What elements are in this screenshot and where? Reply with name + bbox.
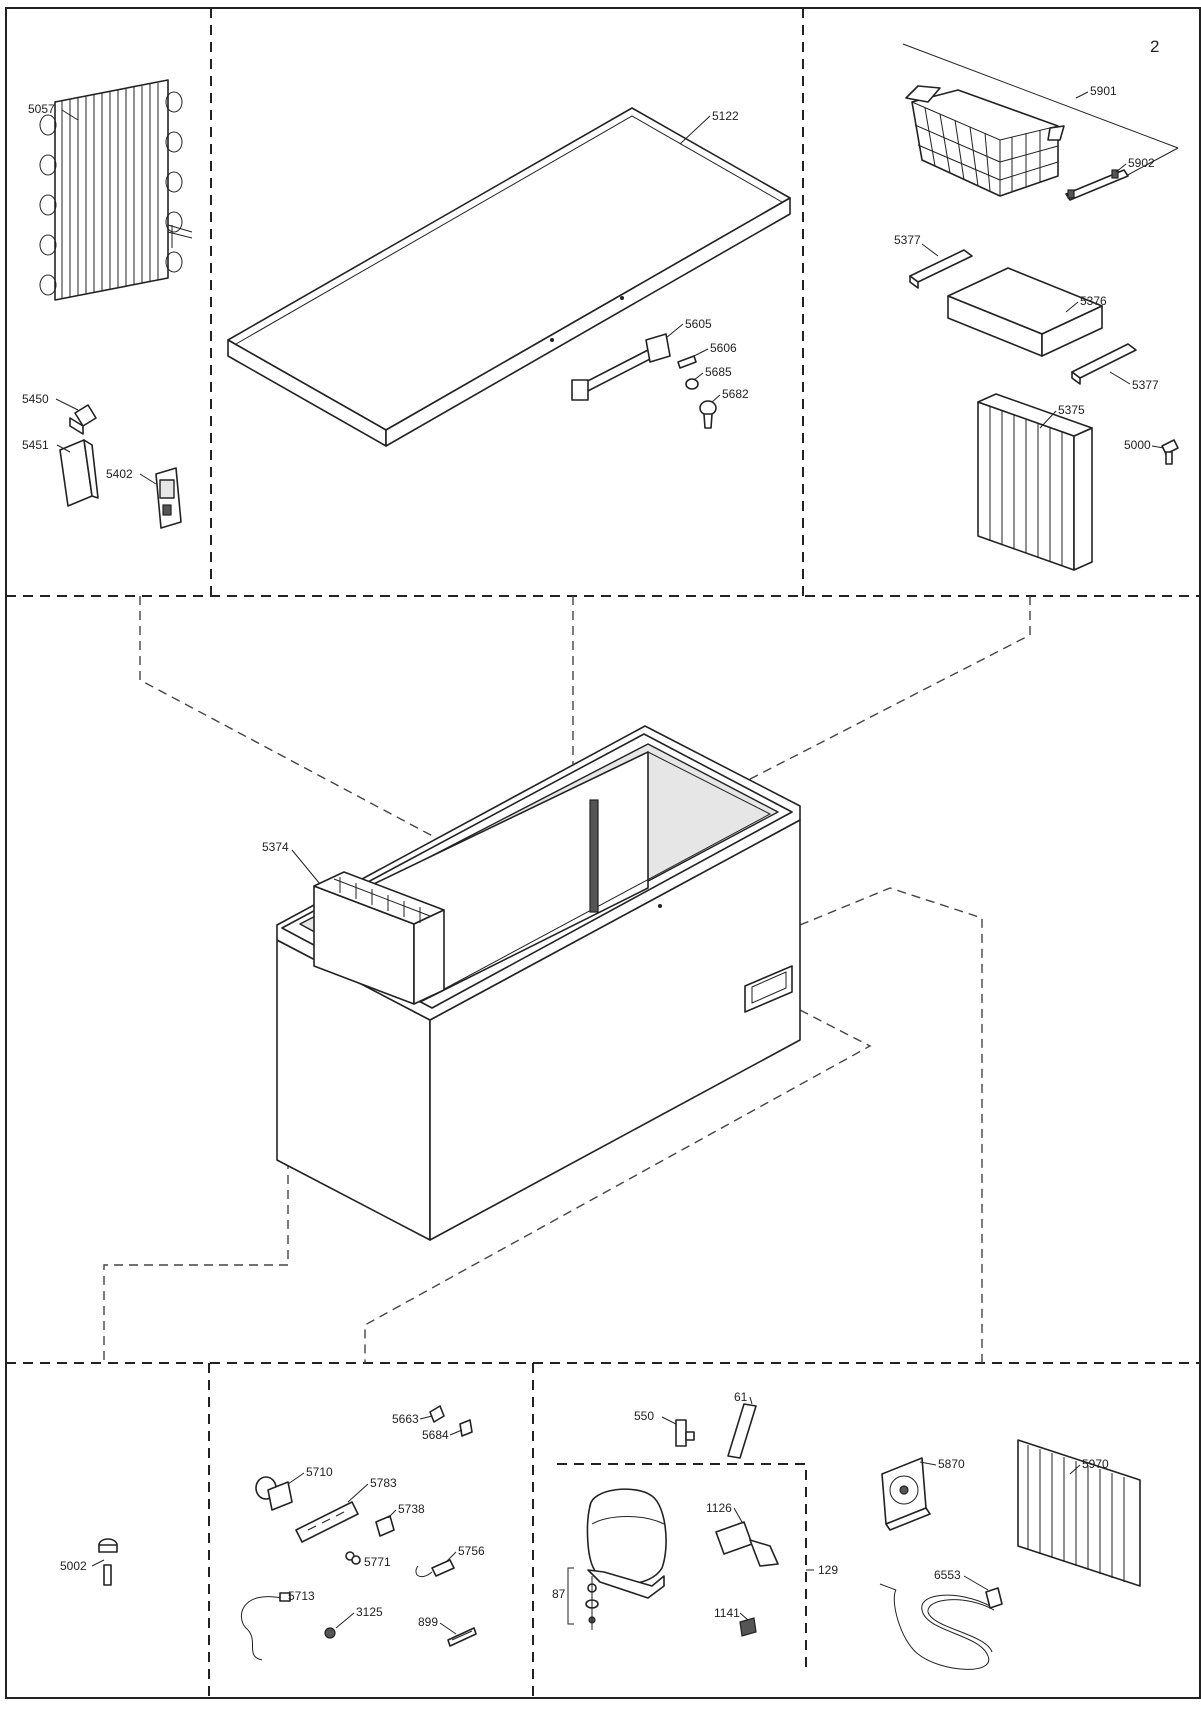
part-5902-divider — [1065, 169, 1129, 201]
label-5738: 5738 — [398, 1502, 425, 1516]
label-5122: 5122 — [712, 109, 739, 123]
label-5376: 5376 — [1080, 294, 1107, 308]
label-61: 61 — [734, 1390, 748, 1404]
part-5606-lock-part — [677, 355, 697, 369]
part-550-dryer — [675, 1419, 695, 1447]
label-3125: 3125 — [356, 1605, 383, 1619]
label-5000: 5000 — [1124, 438, 1151, 452]
label-5605: 5605 — [685, 317, 712, 331]
label-899: 899 — [418, 1615, 438, 1629]
section-dividers — [6, 8, 1200, 1698]
part-5771-connector — [345, 1551, 361, 1565]
part-5713-wire — [240, 1592, 291, 1661]
part-1126-starter-relay — [715, 1521, 779, 1567]
part-5374-divider-panel — [313, 871, 445, 1005]
label-550: 550 — [634, 1409, 654, 1423]
label-5002: 5002 — [60, 1559, 87, 1573]
label-5902: 5902 — [1128, 156, 1155, 170]
label-5374: 5374 — [262, 840, 289, 854]
part-5684-switch — [459, 1419, 473, 1437]
part-5682-key — [699, 400, 717, 429]
label-5606: 5606 — [710, 341, 737, 355]
part-5738-relay — [375, 1515, 395, 1537]
part-5402-thermostat — [155, 467, 182, 529]
part-5376-panel — [947, 267, 1103, 357]
bracket-line-top — [902, 43, 1179, 149]
part-5685-washer — [685, 378, 699, 390]
label-5756: 5756 — [458, 1544, 485, 1558]
part-5000-clip — [1161, 439, 1179, 465]
part-5375-insulation — [977, 393, 1093, 571]
part-5605-lock-bar — [571, 333, 671, 401]
label-5771: 5771 — [364, 1555, 391, 1569]
label-129: 129 — [818, 1563, 838, 1577]
label-5970: 5970 — [1082, 1457, 1109, 1471]
part-5450-bracket — [69, 404, 97, 435]
part-5970-evaporator — [1017, 1439, 1141, 1587]
label-5375: 5375 — [1058, 403, 1085, 417]
part-61-filter — [727, 1403, 757, 1459]
part-compressor — [586, 1488, 667, 1599]
part-5451-cover — [59, 439, 99, 507]
label-1141: 1141 — [714, 1606, 740, 1620]
label-5377-top: 5377 — [894, 233, 921, 247]
label-5682: 5682 — [722, 387, 749, 401]
page-number: 2 — [1150, 37, 1159, 56]
label-5685: 5685 — [705, 365, 732, 379]
label-5451: 5451 — [22, 438, 49, 452]
part-5756-sensor — [415, 1559, 455, 1578]
part-3125-knob — [324, 1627, 336, 1639]
part-899-heater — [447, 1627, 477, 1647]
part-5057-condenser — [39, 79, 193, 301]
part-5870-fan — [881, 1457, 931, 1531]
part-5002-foot — [98, 1538, 118, 1586]
label-5402: 5402 — [106, 467, 133, 481]
part-5663-plug — [429, 1405, 445, 1423]
label-5057: 5057 — [28, 102, 55, 116]
label-5710: 5710 — [306, 1465, 333, 1479]
label-87: 87 — [552, 1587, 566, 1601]
part-5783-control-panel — [295, 1501, 359, 1543]
label-5684: 5684 — [422, 1428, 449, 1442]
page-border — [5, 7, 1201, 1699]
label-1126: 1126 — [706, 1501, 732, 1515]
part-1141-overload — [739, 1617, 757, 1637]
label-6553: 6553 — [934, 1568, 961, 1582]
part-5122-lid — [227, 107, 791, 447]
part-5377-rail-bottom — [1071, 343, 1137, 385]
part-5377-rail-top — [909, 249, 973, 289]
label-5901: 5901 — [1090, 84, 1117, 98]
part-6553-power-cord — [879, 1583, 1003, 1670]
part-cabinet-body — [276, 725, 801, 1241]
part-87-grommets — [567, 1567, 599, 1630]
label-5450: 5450 — [22, 392, 49, 406]
label-5713: 5713 — [288, 1589, 315, 1603]
label-5783: 5783 — [370, 1476, 397, 1490]
bracket-line-side — [1121, 147, 1179, 179]
part-5901-basket — [905, 85, 1065, 197]
label-5377-bottom: 5377 — [1132, 378, 1159, 392]
part-5710-lamp-holder — [255, 1476, 293, 1511]
label-5870: 5870 — [938, 1457, 965, 1471]
label-5663: 5663 — [392, 1412, 419, 1426]
